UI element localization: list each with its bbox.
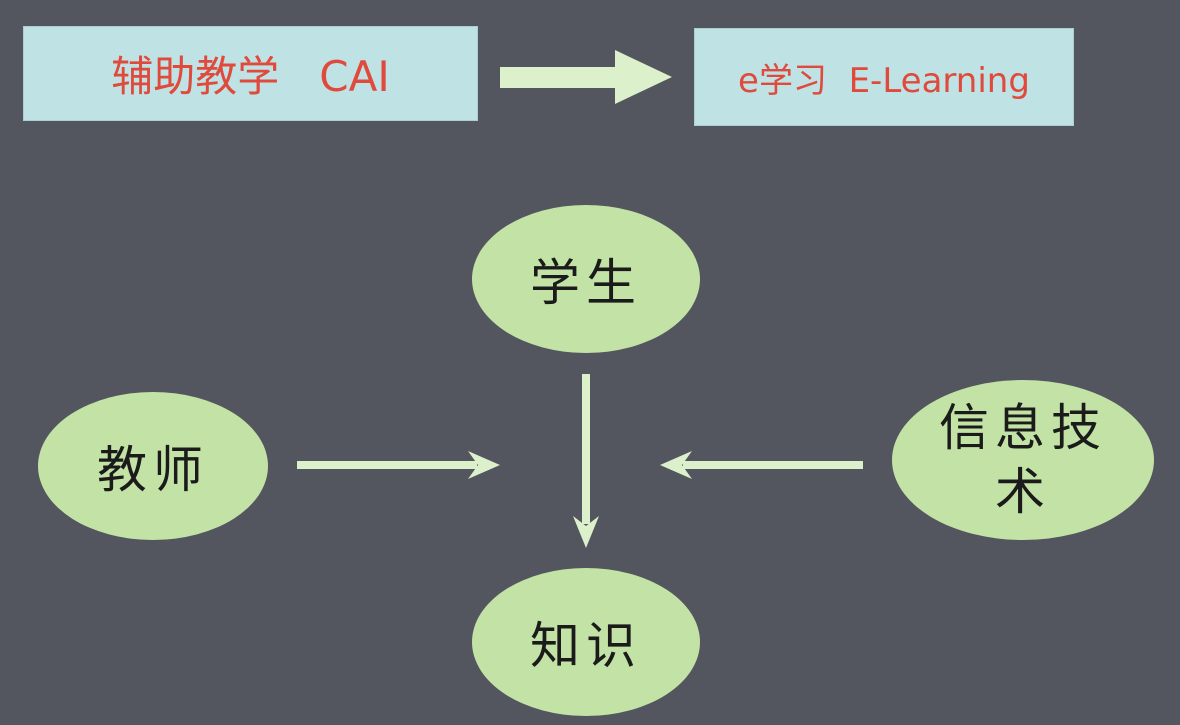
knowledge-node: 知识 bbox=[472, 568, 700, 716]
cai-box: 辅助教学 CAI bbox=[23, 26, 478, 121]
knowledge-label: 知识 bbox=[530, 617, 642, 675]
teacher-node: 教师 bbox=[38, 392, 268, 540]
student-node: 学生 bbox=[472, 205, 700, 353]
teacher-label: 教师 bbox=[97, 441, 209, 499]
information-technology-label: 信息技 术 bbox=[939, 396, 1107, 524]
it-label-line2: 术 bbox=[995, 463, 1051, 521]
elearning-label: e学习 E-Learning bbox=[738, 60, 1030, 101]
arrow-student-to-knowledge bbox=[573, 374, 599, 548]
student-label: 学生 bbox=[530, 254, 642, 312]
it-label-line1: 信息技 bbox=[939, 399, 1107, 457]
cai-label: 辅助教学 CAI bbox=[111, 52, 390, 101]
arrow-it-to-center bbox=[660, 451, 863, 479]
flow-arrow-cai-to-elearning bbox=[500, 50, 672, 104]
information-technology-node: 信息技 术 bbox=[892, 380, 1154, 540]
arrow-teacher-to-center bbox=[297, 451, 500, 479]
elearning-box: e学习 E-Learning bbox=[694, 28, 1074, 126]
